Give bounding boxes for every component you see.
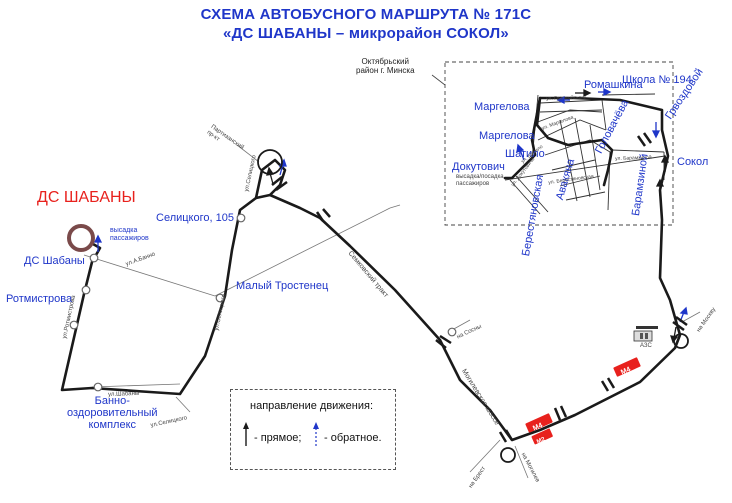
roundabout-brest [500, 447, 516, 463]
note-azs: АЗС [640, 343, 652, 349]
stop-label-margelova-2: Маргелова [479, 130, 535, 142]
overpass-markers [271, 132, 688, 443]
district-leader [431, 74, 446, 86]
stop-label-shatilo: Шатило [505, 148, 545, 160]
stop-label-rotmistrova: Ротмистрова [6, 293, 73, 305]
stop-label-margelova-1: Маргелова [474, 101, 530, 113]
stop-marker-bannyi [93, 382, 103, 392]
stop-marker-sosny [447, 327, 457, 337]
road-sign-markers [525, 357, 641, 445]
stop-marker-rotmistrova-2 [69, 320, 79, 330]
road-label-baramzinoy: ул. Барамзиной [615, 154, 652, 162]
note-vysadka: высадка пассажиров [110, 227, 149, 242]
road-sign-1 [525, 413, 553, 433]
road-sign-3 [531, 428, 553, 445]
legend-title: направление движения: [250, 400, 374, 412]
stop-label-bannyi: Банно- оздоровительный комплекс [67, 395, 158, 431]
direction-arrows [93, 87, 688, 344]
stop-marker-ds-shabany [89, 253, 99, 263]
stop-marker-rotmistrova [81, 285, 91, 295]
stop-label-shkola-194: Школа № 194 [622, 74, 692, 86]
legend-forward-label: - прямое; [254, 432, 302, 444]
legend-box [230, 389, 396, 470]
stop-marker-selitskogo [236, 213, 246, 223]
stop-markers [69, 213, 457, 392]
stop-label-ds-shabany: ДС Шабаны [24, 255, 85, 267]
stop-label-romashkina: Ромашкина [584, 79, 643, 91]
note-district: Октябрьский район г. Минска [356, 57, 415, 75]
district-boundary [444, 61, 674, 226]
roundabouts [257, 149, 689, 463]
terminal-marker [67, 224, 95, 252]
stop-label-selitskogo: Селицкого, 105 [156, 212, 234, 224]
stop-marker-malyi-trostenets [215, 293, 225, 303]
stop-label-malyi-trostenets: Малый Тростенец [236, 280, 329, 292]
stop-label-sokol: Сокол [677, 156, 709, 168]
roundabout-selitskogo [257, 149, 283, 175]
map-title-line-2: «ДС ШАБАНЫ – микрорайон СОКОЛ» [223, 25, 509, 42]
road-sign-2 [613, 357, 641, 377]
legend-arrows [243, 422, 319, 446]
map-title-line-1: СХЕМА АВТОБУСНОГО МАРШРУТА № 171С [200, 6, 532, 23]
note-vysadka-dokutovich: высадка/посадка пассажиров [456, 174, 504, 187]
roundabout-moskva [673, 333, 689, 349]
minor-streets [83, 144, 701, 479]
stop-label-dokutovich: Докутович [452, 161, 505, 173]
gas-station-icon [633, 326, 658, 342]
legend-reverse-label: - обратное. [324, 432, 382, 444]
road-label-shabany: ул.Шабаны [108, 390, 140, 398]
terminal-label: ДС ШАБАНЫ [37, 189, 136, 206]
